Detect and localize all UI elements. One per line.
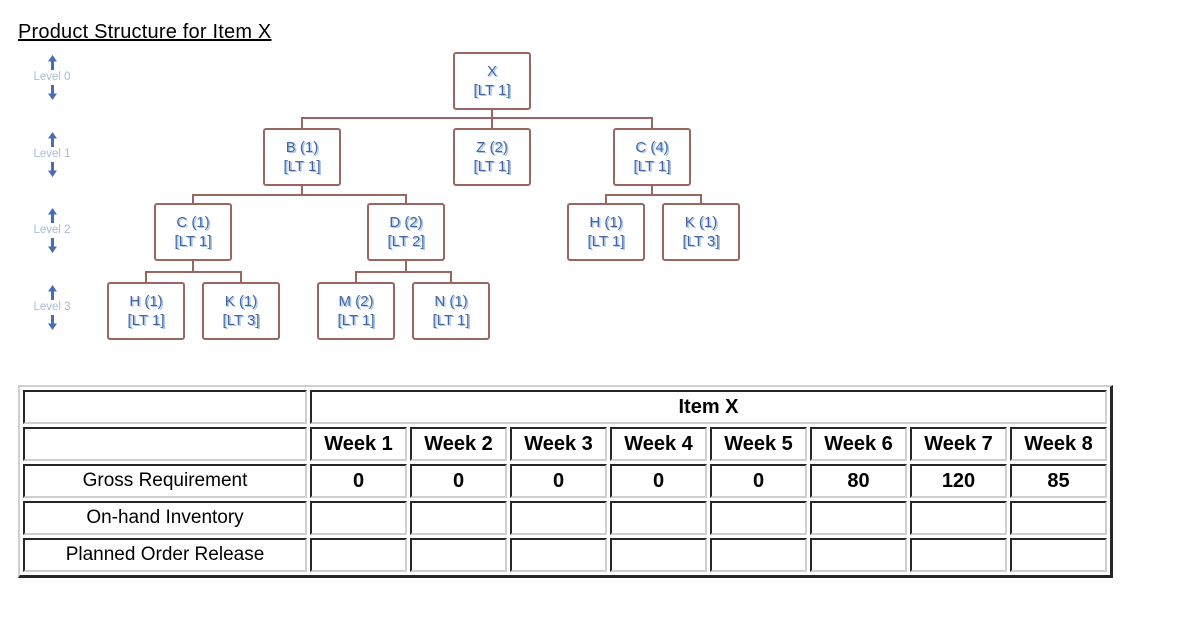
node-leadtime: [LT 1] <box>337 312 375 329</box>
node-name: B (1) <box>285 139 319 156</box>
node-name: Z (2) <box>476 139 508 156</box>
tree-node-c1: C (1) [LT 1] <box>154 203 232 261</box>
down-arrow-icon <box>47 162 58 177</box>
node-name: C (1) <box>176 214 210 231</box>
node-leadtime: [LT 1] <box>127 312 165 329</box>
gross-requirement-cell: 0 <box>710 464 807 498</box>
level-indicator-1: Level 1 <box>14 132 90 177</box>
planned-order-release-cell <box>910 538 1007 572</box>
tree-node-d2: D (2) [LT 2] <box>367 203 445 261</box>
week-header: Week 3 <box>510 427 607 461</box>
tree-node-m: M (2) [LT 1] <box>317 282 395 340</box>
level-label: Level 3 <box>33 301 71 313</box>
node-leadtime: [LT 1] <box>473 82 511 99</box>
row-label: Planned Order Release <box>23 538 307 572</box>
node-leadtime: [LT 2] <box>387 233 425 250</box>
on-hand-inventory-cell <box>910 501 1007 535</box>
planned-order-release-row: Planned Order Release <box>23 538 1107 572</box>
on-hand-inventory-cell <box>310 501 407 535</box>
item-header-cell: Item X <box>310 390 1107 424</box>
week-header: Week 6 <box>810 427 907 461</box>
planned-order-release-cell <box>810 538 907 572</box>
node-leadtime: [LT 1] <box>283 158 321 175</box>
node-name: M (2) <box>338 293 374 310</box>
level-label: Level 2 <box>33 224 71 236</box>
week-header: Week 7 <box>910 427 1007 461</box>
node-name: C (4) <box>635 139 669 156</box>
gross-requirement-cell: 120 <box>910 464 1007 498</box>
gross-requirement-cell: 0 <box>510 464 607 498</box>
row-label: On-hand Inventory <box>23 501 307 535</box>
tree-node-x: X [LT 1] <box>453 52 531 110</box>
week-header: Week 8 <box>1010 427 1107 461</box>
planned-order-release-cell <box>310 538 407 572</box>
level-indicator-0: Level 0 <box>14 55 90 100</box>
tree-node-h-level2: H (1) [LT 1] <box>567 203 645 261</box>
level-label: Level 0 <box>33 71 71 83</box>
week-header: Week 4 <box>610 427 707 461</box>
on-hand-inventory-cell <box>510 501 607 535</box>
node-leadtime: [LT 1] <box>432 312 470 329</box>
page-title: Product Structure for Item X <box>18 21 272 43</box>
gross-requirement-cell: 0 <box>310 464 407 498</box>
planned-order-release-cell <box>410 538 507 572</box>
on-hand-inventory-cell <box>810 501 907 535</box>
planned-order-release-cell <box>610 538 707 572</box>
on-hand-inventory-row: On-hand Inventory <box>23 501 1107 535</box>
down-arrow-icon <box>47 85 58 100</box>
tree-node-h-level3: H (1) [LT 1] <box>107 282 185 340</box>
tree-node-k-level3: K (1) [LT 3] <box>202 282 280 340</box>
node-name: K (1) <box>224 293 258 310</box>
down-arrow-icon <box>47 238 58 253</box>
up-arrow-icon <box>47 208 58 223</box>
planned-order-release-cell <box>710 538 807 572</box>
level-label: Level 1 <box>33 148 71 160</box>
mrp-table: Item X Week 1 Week 2 Week 3 Week 4 Week … <box>18 385 1113 578</box>
node-name: X <box>486 63 497 80</box>
node-leadtime: [LT 1] <box>174 233 212 250</box>
node-leadtime: [LT 1] <box>473 158 511 175</box>
up-arrow-icon <box>47 132 58 147</box>
up-arrow-icon <box>47 285 58 300</box>
corner-cell <box>23 390 307 424</box>
item-header-row: Item X <box>23 390 1107 424</box>
gross-requirement-cell: 80 <box>810 464 907 498</box>
gross-requirement-row: Gross Requirement 0 0 0 0 0 80 120 85 <box>23 464 1107 498</box>
planned-order-release-cell <box>510 538 607 572</box>
week-header-row: Week 1 Week 2 Week 3 Week 4 Week 5 Week … <box>23 427 1107 461</box>
gross-requirement-cell: 85 <box>1010 464 1107 498</box>
on-hand-inventory-cell <box>410 501 507 535</box>
planned-order-release-cell <box>1010 538 1107 572</box>
level-indicator-3: Level 3 <box>14 285 90 330</box>
row-label: Gross Requirement <box>23 464 307 498</box>
tree-node-n: N (1) [LT 1] <box>412 282 490 340</box>
node-name: H (1) <box>129 293 163 310</box>
blank-label-cell <box>23 427 307 461</box>
week-header: Week 2 <box>410 427 507 461</box>
up-arrow-icon <box>47 55 58 70</box>
tree-node-k-level2: K (1) [LT 3] <box>662 203 740 261</box>
node-leadtime: [LT 1] <box>587 233 625 250</box>
tree-node-b: B (1) [LT 1] <box>263 128 341 186</box>
gross-requirement-cell: 0 <box>610 464 707 498</box>
node-leadtime: [LT 1] <box>633 158 671 175</box>
week-header: Week 1 <box>310 427 407 461</box>
week-header: Week 5 <box>710 427 807 461</box>
node-name: H (1) <box>589 214 623 231</box>
on-hand-inventory-cell <box>710 501 807 535</box>
tree-node-z: Z (2) [LT 1] <box>453 128 531 186</box>
on-hand-inventory-cell <box>1010 501 1107 535</box>
gross-requirement-cell: 0 <box>410 464 507 498</box>
down-arrow-icon <box>47 315 58 330</box>
node-leadtime: [LT 3] <box>222 312 260 329</box>
node-leadtime: [LT 3] <box>682 233 720 250</box>
node-name: D (2) <box>389 214 423 231</box>
node-name: K (1) <box>684 214 718 231</box>
node-name: N (1) <box>434 293 468 310</box>
level-indicator-2: Level 2 <box>14 208 90 253</box>
on-hand-inventory-cell <box>610 501 707 535</box>
tree-node-c4: C (4) [LT 1] <box>613 128 691 186</box>
tree-connector-lines <box>145 109 702 282</box>
